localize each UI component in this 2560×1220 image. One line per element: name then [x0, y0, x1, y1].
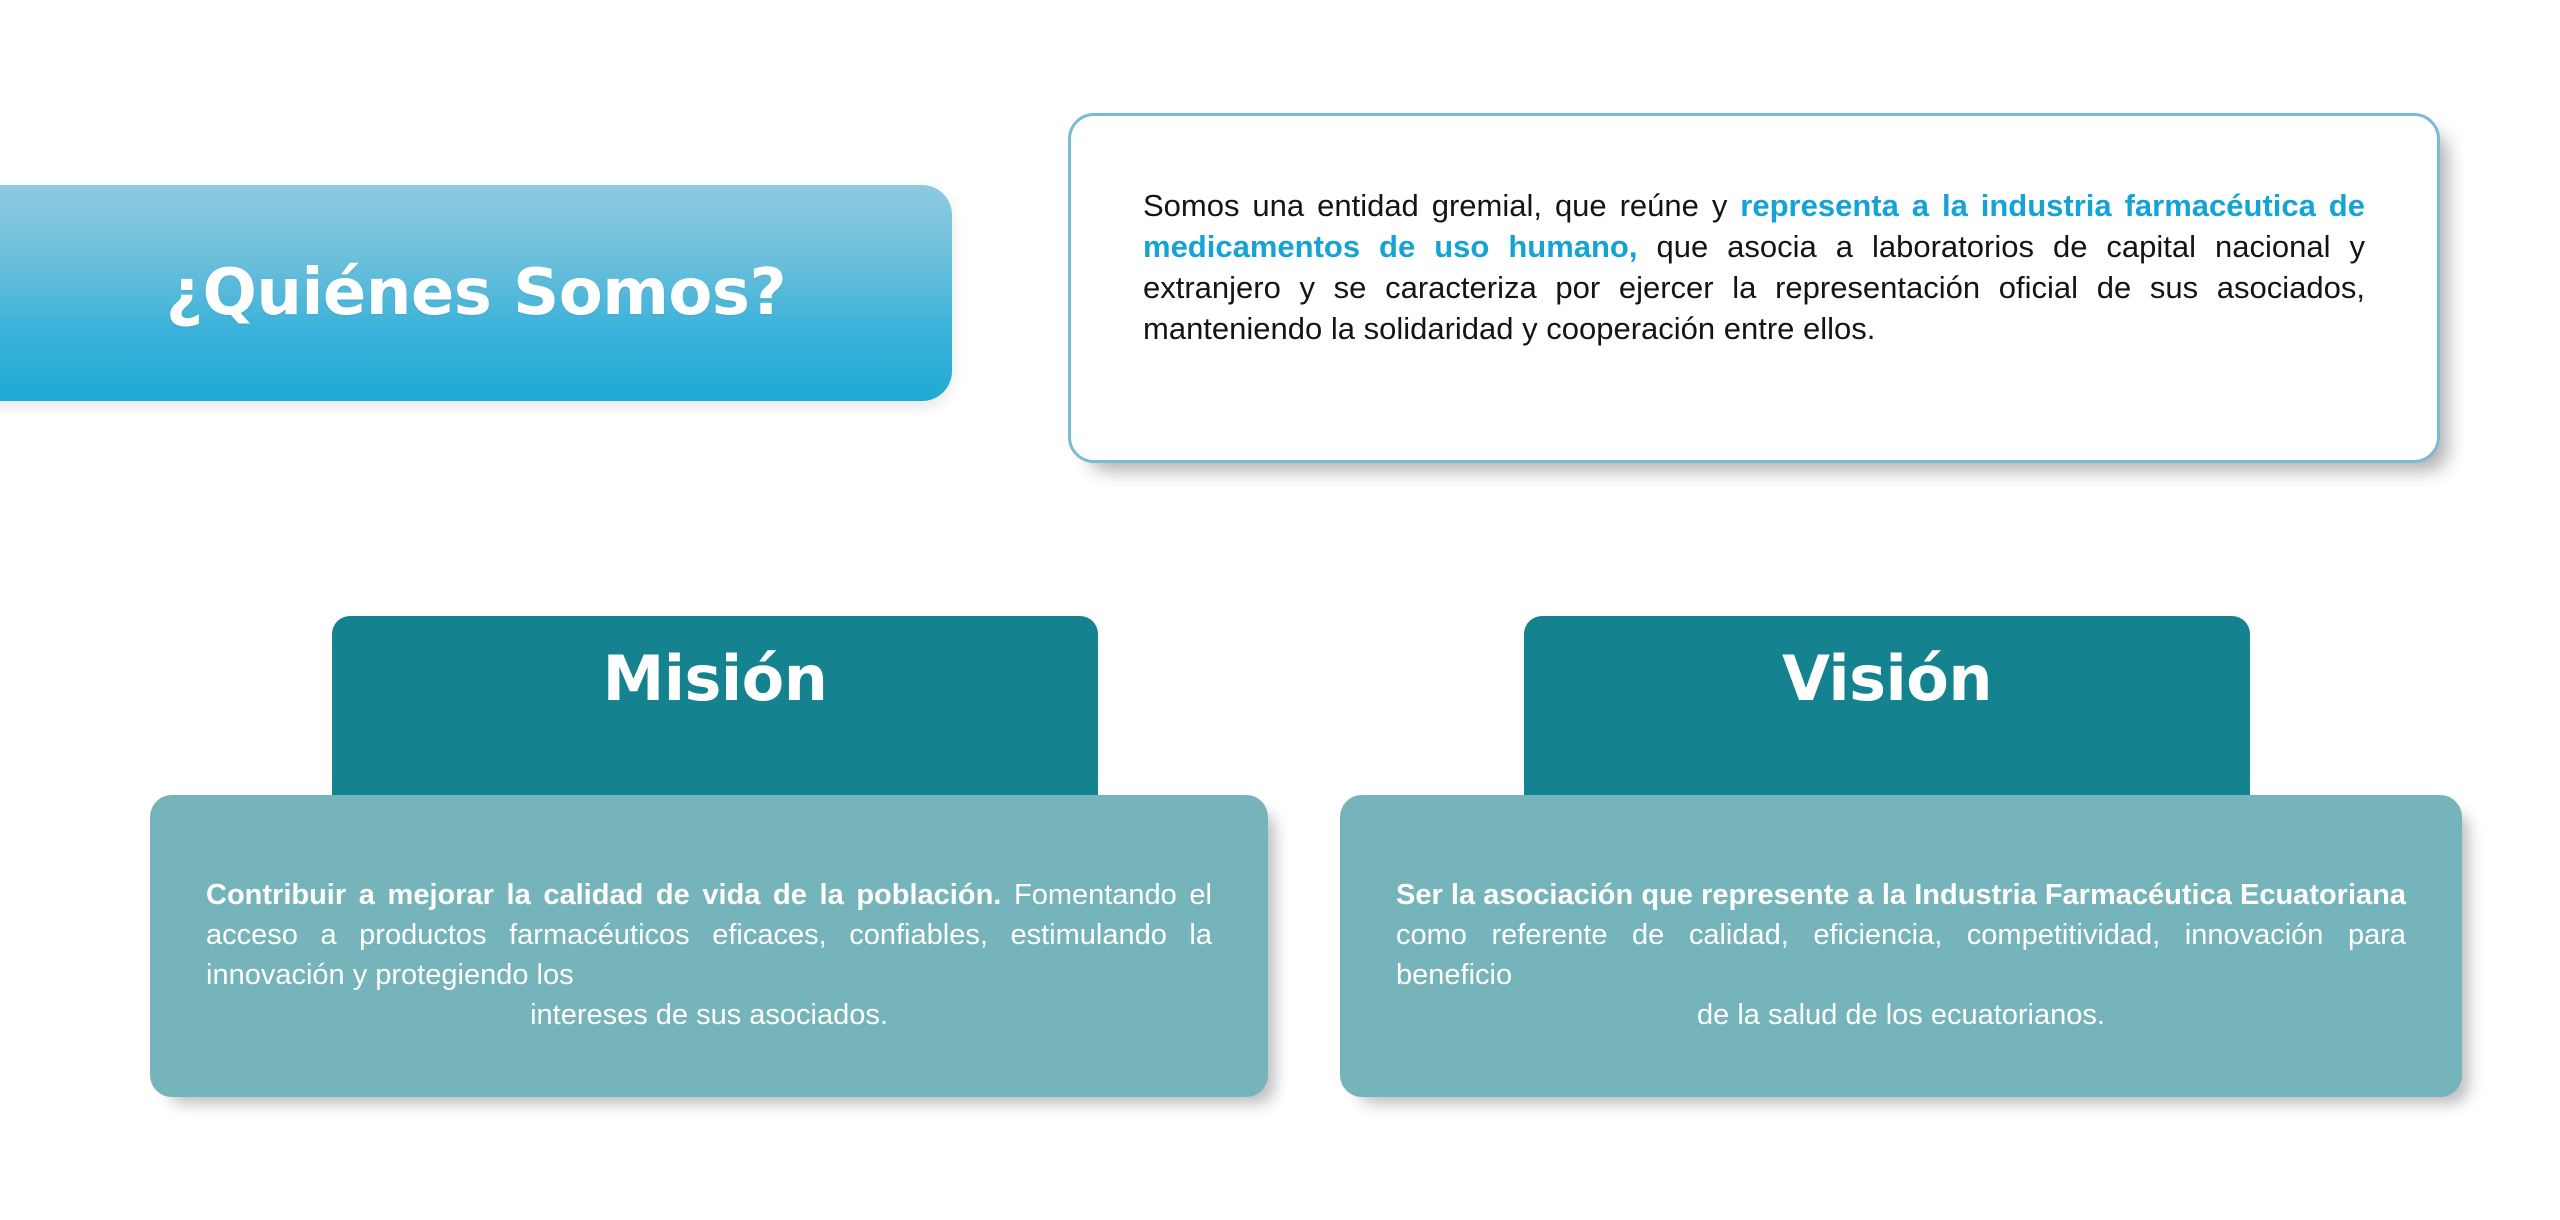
mission-body-card: Contribuir a mejorar la calidad de vida … [150, 795, 1268, 1097]
mission-body-content: Contribuir a mejorar la calidad de vida … [206, 875, 1212, 1035]
intro-text-part-2: que asocia a laboratorios de capital nac… [1143, 228, 2365, 346]
vision-header: Visión [1524, 616, 2250, 806]
quienes-somos-banner: ¿Quiénes Somos? [0, 185, 952, 401]
vision-tail-text: de la salud de los ecuatorianos. [1697, 999, 2105, 1032]
intro-card-content: Somos una entidad gremial, que reúne y r… [1143, 186, 2365, 350]
mission-tail-text: intereses de sus asociados. [530, 999, 888, 1032]
mission-heading: Misión [602, 642, 828, 715]
mission-header: Misión [332, 616, 1098, 806]
vision-heading: Visión [1781, 642, 1993, 715]
mission-paragraph: Contribuir a mejorar la calidad de vida … [206, 875, 1212, 1035]
mission-body-text: Fomentando el acceso a productos farmacé… [206, 879, 1213, 992]
intro-text-accent: representa a la industria farmacéutica d… [1143, 188, 2365, 264]
vision-paragraph: Ser la asociación que represente a la In… [1396, 875, 2406, 1035]
vision-body-card: Ser la asociación que represente a la In… [1340, 795, 2462, 1097]
intro-paragraph: Somos una entidad gremial, que reúne y r… [1143, 186, 2365, 350]
intro-text-part-1: Somos una entidad gremial, que reúne y [1143, 188, 1741, 223]
intro-card: Somos una entidad gremial, que reúne y r… [1068, 113, 2440, 463]
vision-lead-text: Ser la asociación que represente a la In… [1396, 879, 2406, 911]
mission-lead-text: Contribuir a mejorar la calidad de vida … [206, 879, 1002, 911]
page-title: ¿Quiénes Somos? [165, 256, 787, 330]
vision-body-content: Ser la asociación que represente a la In… [1396, 875, 2406, 1035]
vision-body-text: como referente de calidad, eficiencia, c… [1396, 919, 2406, 992]
